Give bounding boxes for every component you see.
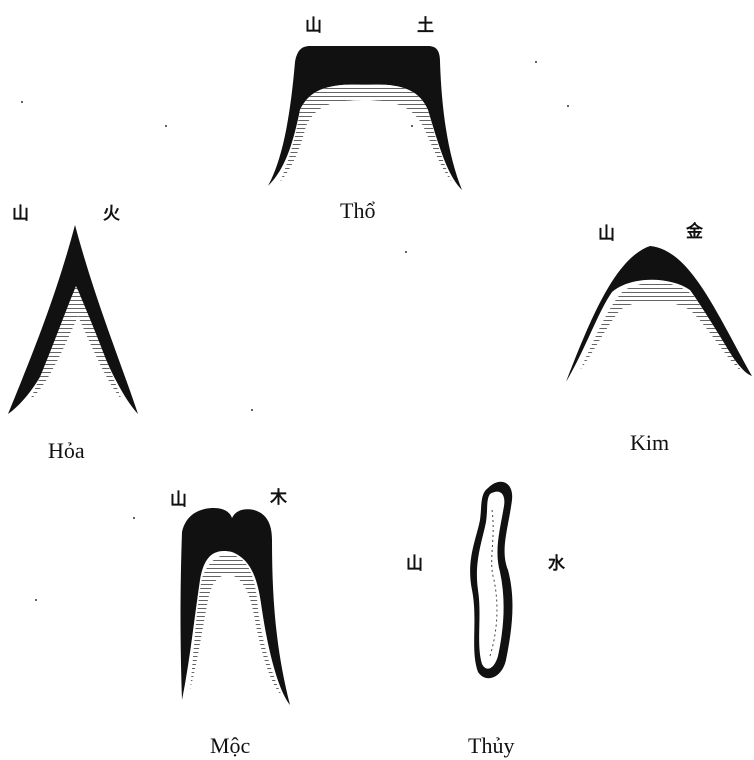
moc-right-char: 木	[270, 490, 287, 507]
moc-left-char: 山	[170, 492, 187, 509]
kim-mountain-shape	[566, 246, 752, 382]
moc-label: Mộc	[210, 735, 250, 757]
kim-left-char: 山	[598, 226, 615, 243]
tho-right-char: 土	[417, 18, 434, 35]
thuy-label: Thủy	[468, 735, 514, 757]
hoa-left-char: 山	[12, 206, 29, 223]
hoa-right-char: 火	[103, 206, 120, 223]
hoa-mountain-shape	[8, 225, 138, 414]
kim-right-char: 金	[686, 224, 703, 241]
kim-label: Kim	[630, 432, 669, 454]
tho-label: Thổ	[340, 200, 375, 222]
moc-mountain-shape	[181, 508, 291, 705]
tho-mountain-shape	[268, 46, 462, 190]
hoa-label: Hỏa	[48, 440, 85, 462]
thuy-mountain-shape	[470, 482, 512, 678]
thuy-left-char: 山	[406, 556, 423, 573]
tho-left-char: 山	[305, 18, 322, 35]
thuy-right-char: 水	[548, 556, 565, 573]
